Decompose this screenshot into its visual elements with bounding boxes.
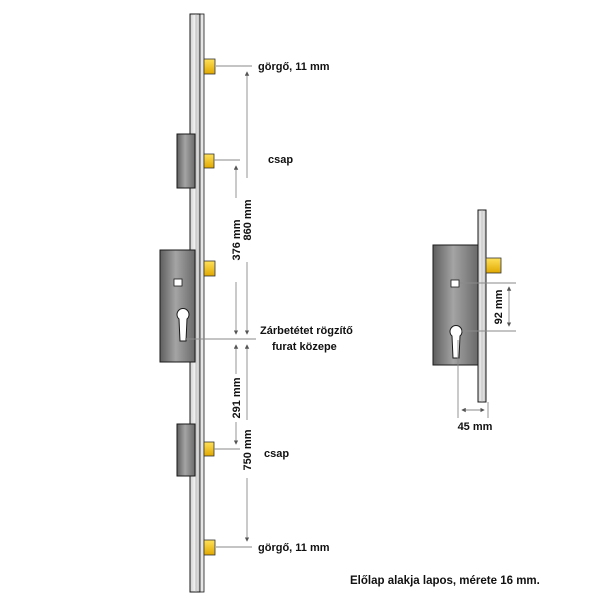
dimension-lines xyxy=(185,65,256,548)
detail-follower-square xyxy=(450,279,460,288)
cylinder-hole xyxy=(176,308,190,342)
dim-376: 376 mm xyxy=(231,219,243,260)
detail-cylinder-hole xyxy=(449,325,463,359)
latch xyxy=(203,260,216,277)
main-lock xyxy=(159,13,216,593)
dim-750: 750 mm xyxy=(242,429,254,470)
top-bolt-housing xyxy=(176,133,196,189)
dim-45: 45 mm xyxy=(458,421,493,433)
label-top-bolt: csap xyxy=(268,154,293,166)
label-center-line-2: furat közepe xyxy=(272,341,337,353)
detail-view xyxy=(432,209,502,403)
label-bottom-bolt: csap xyxy=(264,448,289,460)
label-bottom-roller: görgő, 11 mm xyxy=(258,542,330,554)
lock-case xyxy=(159,249,196,363)
label-top-roller: görgő, 11 mm xyxy=(258,61,330,73)
bottom-bolt-housing xyxy=(176,423,196,477)
label-center-line-1: Zárbetétet rögzítő xyxy=(260,325,353,337)
top-roller xyxy=(203,58,216,75)
detail-latch xyxy=(485,257,502,274)
dim-92: 92 mm xyxy=(493,289,505,324)
detail-dimension-lines xyxy=(457,282,516,418)
dim-291: 291 mm xyxy=(231,377,243,418)
footnote: Előlap alakja lapos, mérete 16 mm. xyxy=(350,575,540,587)
top-bolt xyxy=(203,153,215,169)
follower-square xyxy=(173,278,183,287)
bottom-roller xyxy=(203,539,216,556)
bottom-bolt xyxy=(203,441,215,457)
dim-860: 860 mm xyxy=(242,199,254,240)
